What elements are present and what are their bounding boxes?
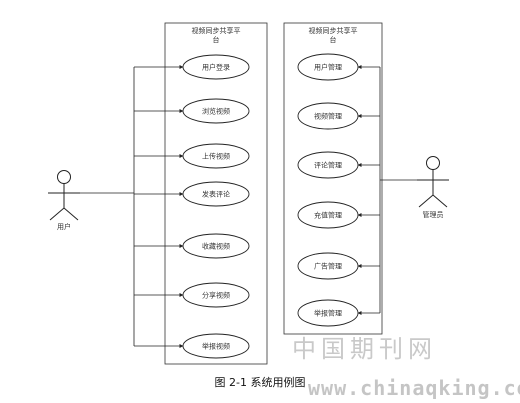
admin-use-case-1: 用户管理 — [297, 53, 359, 81]
use-case-ellipse — [182, 143, 250, 169]
use-case-ellipse — [182, 282, 250, 308]
admin-use-case-2: 视频管理 — [297, 102, 359, 130]
use-case-label: 发表评论 — [202, 190, 230, 199]
user-actor — [48, 170, 80, 221]
use-case-label: 收藏视频 — [202, 242, 230, 251]
user-association-lines — [80, 65, 184, 348]
system-boundary-admin: 视频同步共享平 台 — [283, 22, 383, 335]
admin-actor — [417, 156, 449, 208]
use-case-1: 用户登录 — [182, 54, 250, 80]
use-case-7: 举报视频 — [182, 333, 250, 359]
admin-actor-label: 管理员 — [423, 210, 444, 219]
admin-use-case-4: 充值管理 — [297, 201, 359, 229]
use-case-3: 上传视频 — [182, 143, 250, 169]
use-case-label: 举报视频 — [202, 342, 230, 351]
use-case-ellipse — [182, 98, 250, 124]
use-case-ellipse — [297, 102, 359, 130]
actor-head — [57, 170, 71, 184]
use-case-label: 用户登录 — [202, 63, 230, 72]
use-case-label: 上传视频 — [202, 152, 230, 161]
use-case-label: 视频管理 — [314, 112, 342, 121]
admin-use-case-3: 评论管理 — [297, 151, 359, 179]
system-title-line2: 台 — [213, 35, 220, 44]
watermark-cn: 中国期刊网 — [292, 335, 437, 363]
user-actor-label: 用户 — [57, 222, 71, 231]
use-case-2: 浏览视频 — [182, 98, 250, 124]
system-boundary-user: 视频同步共享平 台 — [164, 22, 268, 365]
use-case-ellipse — [182, 54, 250, 80]
use-case-ellipse — [297, 151, 359, 179]
use-case-label: 评论管理 — [314, 161, 342, 170]
use-case-ellipse — [182, 333, 250, 359]
use-case-label: 充值管理 — [314, 211, 342, 220]
use-case-label: 用户管理 — [314, 63, 342, 72]
use-case-ellipse — [182, 181, 250, 207]
use-case-5: 收藏视频 — [182, 233, 250, 259]
actor-head — [426, 156, 440, 170]
system-title-line2: 台 — [330, 35, 337, 44]
use-case-4: 发表评论 — [182, 181, 250, 207]
use-case-ellipse — [297, 299, 359, 327]
use-case-label: 举报管理 — [314, 309, 342, 318]
watermark-url: www.chinaqking.com — [308, 376, 520, 400]
use-case-ellipse — [297, 53, 359, 81]
figure-caption: 图 2-1 系统用例图 — [214, 376, 306, 389]
system-title-line1: 视频同步共享平 — [192, 26, 241, 35]
use-case-ellipse — [182, 233, 250, 259]
admin-association-lines — [357, 65, 417, 315]
use-case-label: 浏览视频 — [202, 107, 230, 116]
admin-use-case-5: 广告管理 — [297, 252, 359, 280]
system-title-line1: 视频同步共享平 — [309, 26, 358, 35]
use-case-6: 分享视频 — [182, 282, 250, 308]
use-case-ellipse — [297, 201, 359, 229]
use-case-label: 广告管理 — [314, 262, 342, 271]
use-case-ellipse — [297, 252, 359, 280]
admin-use-case-6: 举报管理 — [297, 299, 359, 327]
use-case-label: 分享视频 — [202, 291, 230, 300]
